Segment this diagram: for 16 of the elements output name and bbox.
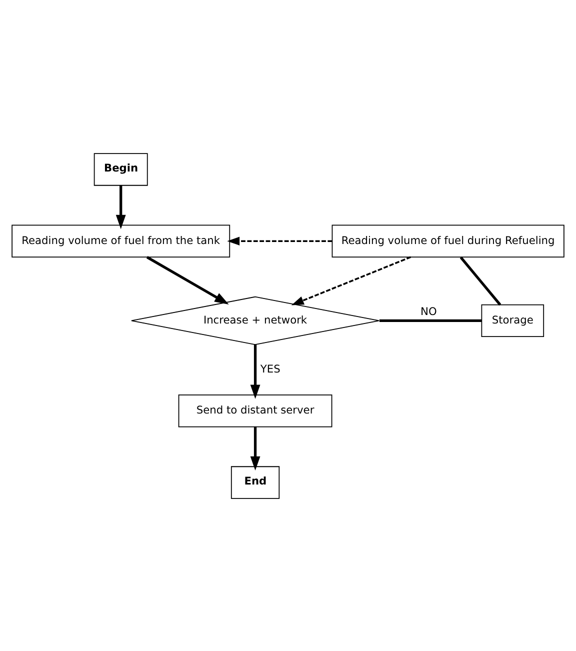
node-box: Begin — [94, 152, 148, 186]
edge-label: YES — [260, 362, 280, 376]
arrow — [116, 185, 126, 229]
arrow — [250, 344, 260, 398]
node-box: Reading volume of fuel from the tank — [12, 224, 230, 257]
node-box: Storage — [481, 304, 544, 337]
connector — [460, 256, 502, 306]
arrow — [146, 256, 229, 304]
arrow — [227, 236, 332, 245]
node-box: End — [230, 466, 280, 498]
node-box: Send to distant server — [178, 394, 332, 427]
edge-label: NO — [420, 304, 437, 318]
node-box: Reading volume of fuel during Refueling — [332, 224, 564, 257]
arrow — [250, 426, 260, 470]
connector — [379, 318, 482, 322]
arrow — [291, 256, 412, 305]
